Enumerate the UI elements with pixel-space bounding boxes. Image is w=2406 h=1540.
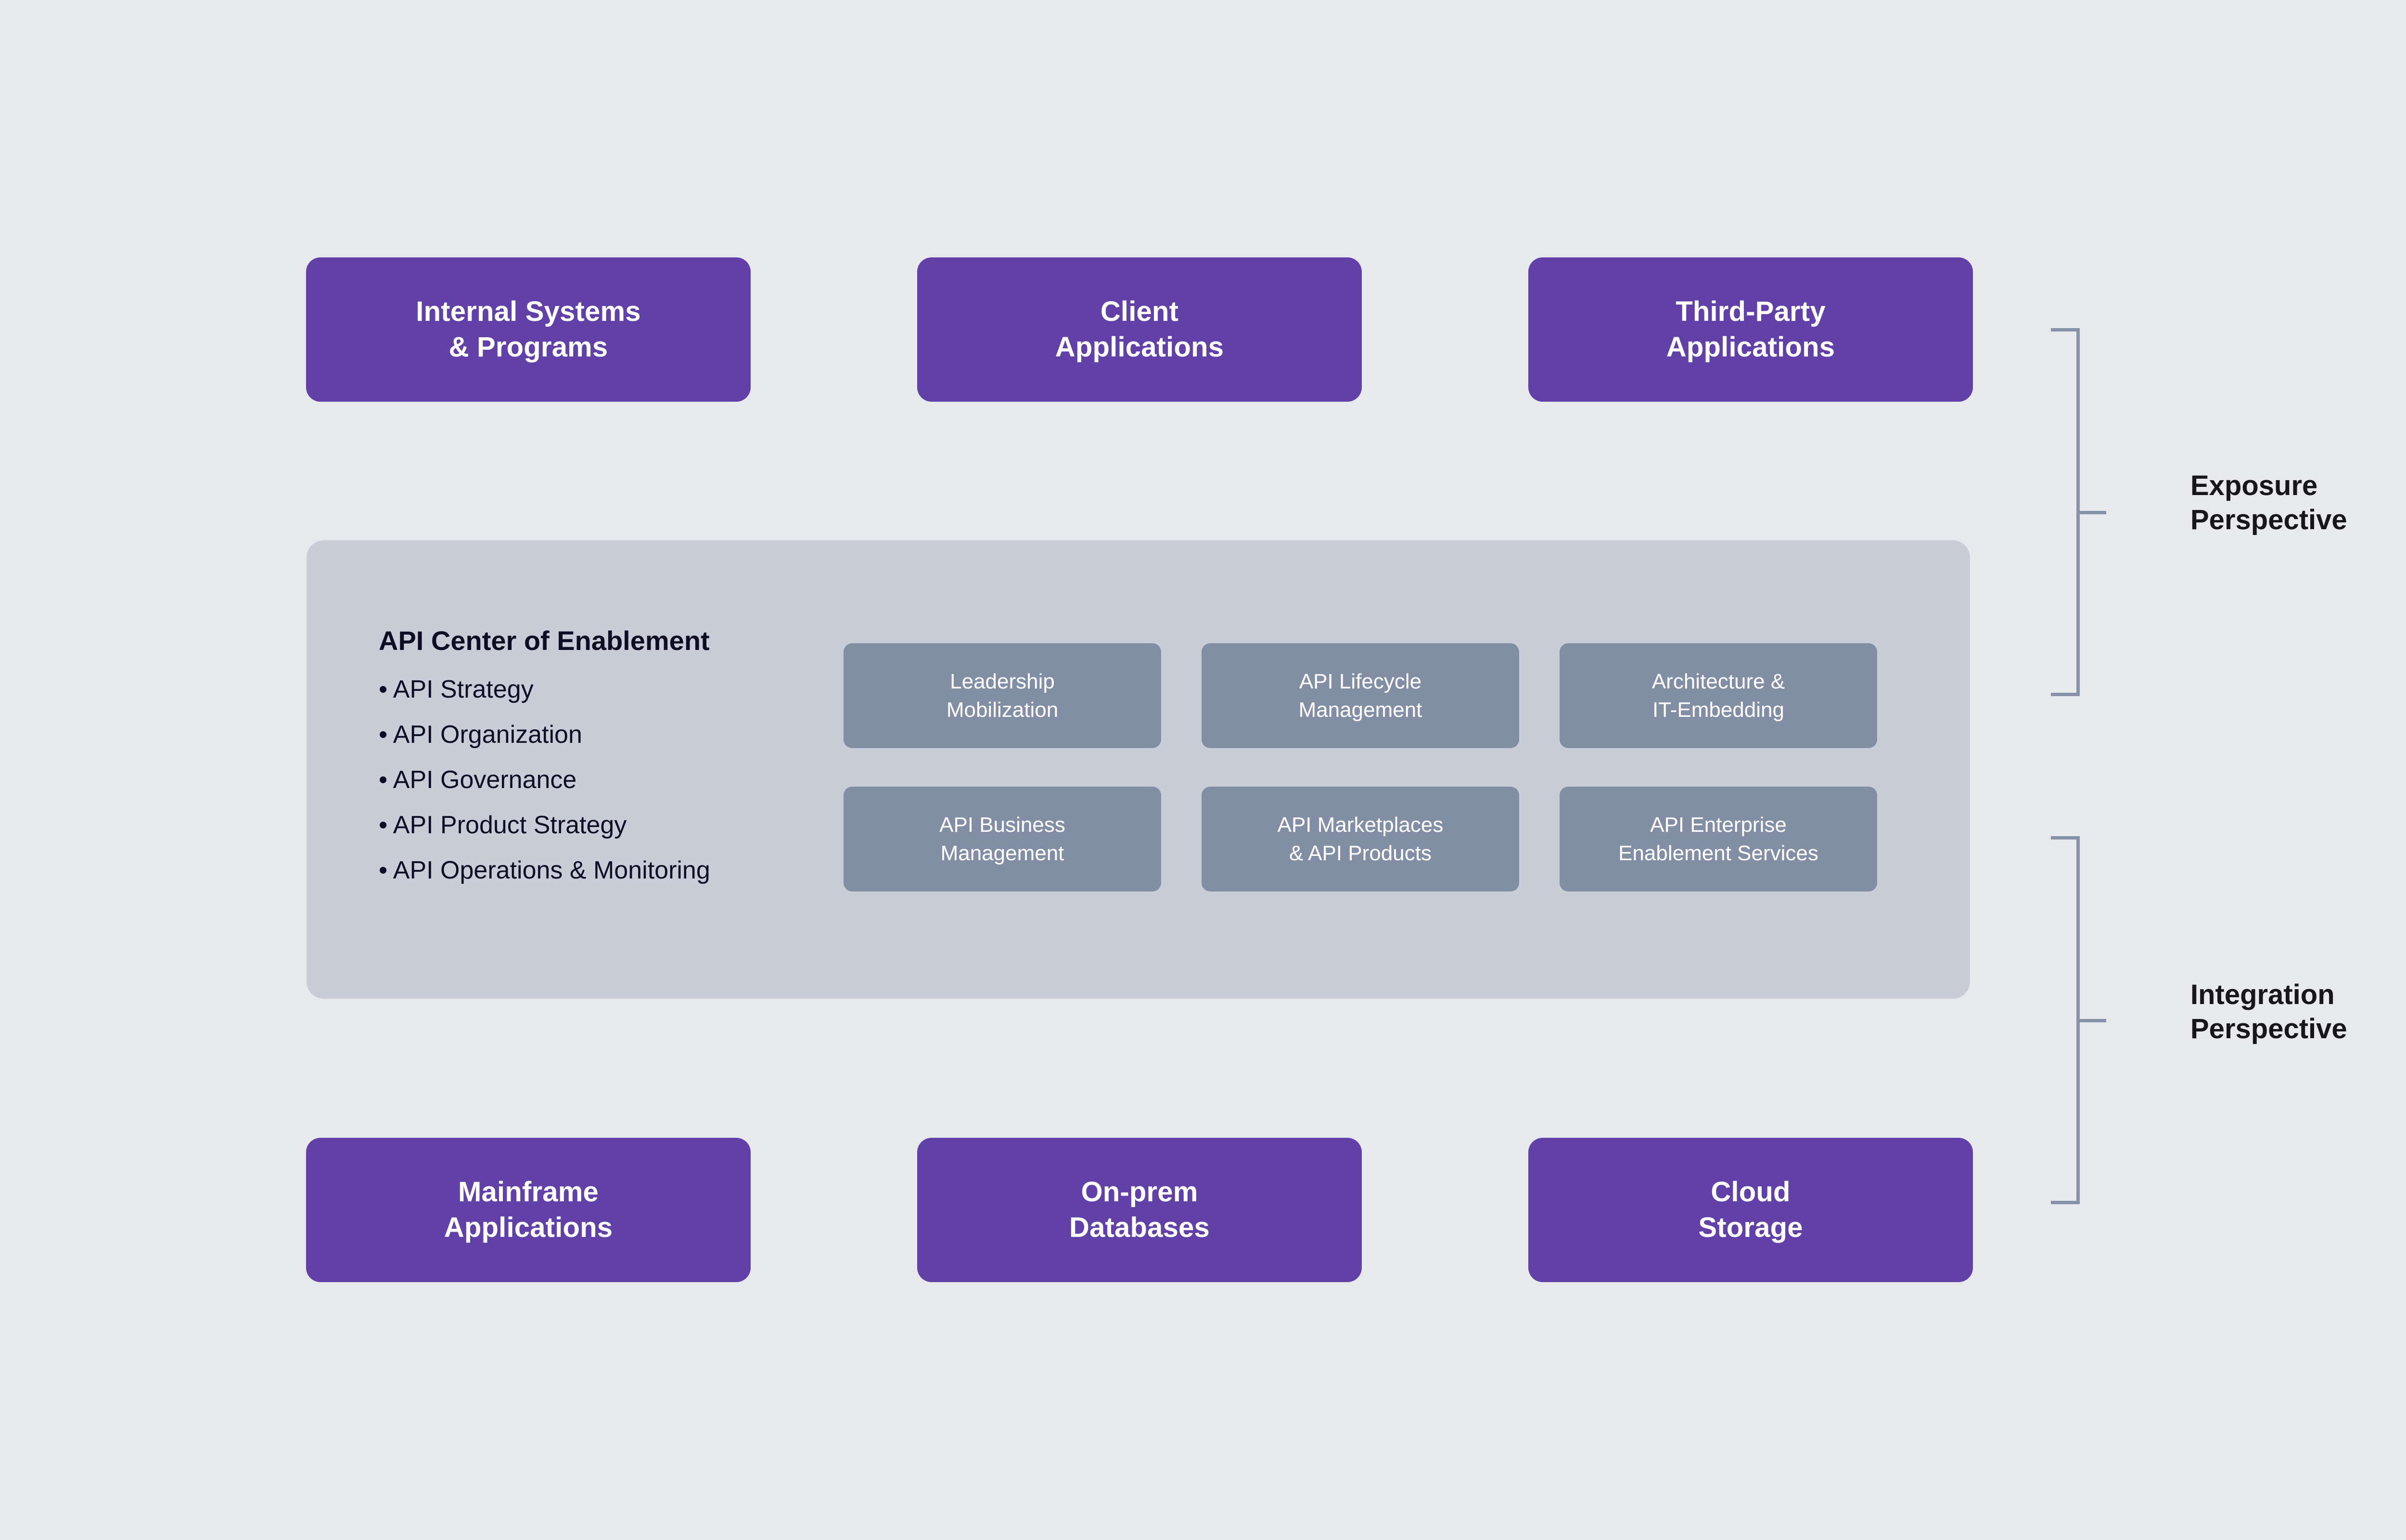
coe-bullet-item: • API Strategy bbox=[379, 675, 534, 704]
consumer-box-third-party-applications[interactable]: Third-Party Applications bbox=[1528, 257, 1973, 402]
coe-bullet-item: • API Product Strategy bbox=[379, 811, 627, 840]
bracket-arm-bottom bbox=[2051, 1201, 2080, 1204]
capability-box-label: API Lifecycle Management bbox=[1298, 669, 1422, 722]
provider-box-on-prem-databases[interactable]: On-prem Databases bbox=[917, 1138, 1362, 1282]
integration-perspective-bracket bbox=[2051, 836, 2106, 1204]
bracket-arm-top bbox=[2051, 836, 2080, 840]
bracket-tick bbox=[2076, 1018, 2106, 1022]
capability-box-label: Leadership Mobilization bbox=[946, 669, 1059, 722]
capability-box-label: API Marketplaces & API Products bbox=[1277, 813, 1444, 865]
coe-bullet-item: • API Organization bbox=[379, 721, 582, 749]
capability-box-api-enterprise-enablement-services[interactable]: API Enterprise Enablement Services bbox=[1560, 787, 1877, 891]
coe-bullet-item: • API Governance bbox=[379, 766, 577, 794]
capability-box-label: API Enterprise Enablement Services bbox=[1618, 813, 1818, 865]
capability-box-leadership-mobilization[interactable]: Leadership Mobilization bbox=[844, 643, 1161, 748]
consumer-box-client-applications[interactable]: Client Applications bbox=[917, 257, 1362, 402]
integration-perspective-label: Integration Perspective bbox=[2190, 979, 2347, 1044]
api-center-of-enablement-panel: API Center of Enablement • API Strategy … bbox=[307, 540, 1970, 999]
provider-box-label: On-prem Databases bbox=[1069, 1176, 1210, 1243]
consumer-box-label: Client Applications bbox=[1055, 295, 1224, 363]
bracket-arm-top bbox=[2051, 328, 2080, 331]
capability-box-api-business-management[interactable]: API Business Management bbox=[844, 787, 1161, 891]
provider-box-label: Cloud Storage bbox=[1698, 1176, 1803, 1243]
coe-title: API Center of Enablement bbox=[379, 625, 710, 656]
provider-box-mainframe-applications[interactable]: Mainframe Applications bbox=[306, 1138, 751, 1282]
bracket-arm-bottom bbox=[2051, 693, 2080, 696]
capability-box-label: API Business Management bbox=[939, 813, 1065, 865]
capability-box-architecture-it-embedding[interactable]: Architecture & IT-Embedding bbox=[1560, 643, 1877, 748]
bracket-tick bbox=[2076, 510, 2106, 514]
coe-bullet-item: • API Operations & Monitoring bbox=[379, 856, 710, 885]
capability-box-label: Architecture & IT-Embedding bbox=[1651, 669, 1785, 722]
exposure-perspective-bracket bbox=[2051, 328, 2106, 696]
capability-box-api-lifecycle-management[interactable]: API Lifecycle Management bbox=[1202, 643, 1519, 748]
consumer-box-label: Third-Party Applications bbox=[1666, 295, 1835, 363]
provider-box-cloud-storage[interactable]: Cloud Storage bbox=[1528, 1138, 1973, 1282]
consumer-box-internal-systems[interactable]: Internal Systems & Programs bbox=[306, 257, 751, 402]
coe-text-block: API Center of Enablement • API Strategy … bbox=[379, 624, 850, 883]
provider-box-label: Mainframe Applications bbox=[444, 1176, 613, 1243]
capability-box-api-marketplaces-products[interactable]: API Marketplaces & API Products bbox=[1202, 787, 1519, 891]
exposure-perspective-label: Exposure Perspective bbox=[2190, 470, 2347, 535]
consumer-box-label: Internal Systems & Programs bbox=[416, 295, 641, 363]
